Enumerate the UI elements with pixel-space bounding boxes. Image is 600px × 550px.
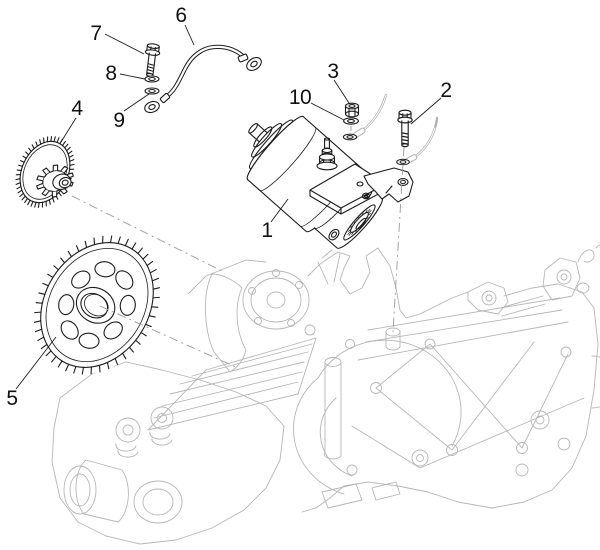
callout-label-9: 9 [113, 109, 124, 132]
wire-left [361, 93, 388, 132]
callout-label-6: 6 [175, 4, 186, 27]
cable-ring-terminal-left [144, 100, 160, 114]
callout-label-1: 1 [261, 219, 272, 242]
callout-leaders [15, 24, 442, 390]
bolt-7 [141, 42, 162, 78]
washer-8 [144, 75, 160, 83]
leader-line-3 [333, 79, 350, 104]
leader-line-1 [270, 198, 289, 223]
cable-crimp-left [159, 92, 171, 104]
axis-line-gear5 [99, 305, 239, 369]
engine-case-line-art [51, 244, 600, 545]
gear-lightening-holes [58, 261, 136, 349]
leader-line-6 [184, 24, 195, 46]
callout-labels: 1 2 3 4 5 6 7 8 9 10 [6, 4, 452, 410]
leader-line-9 [123, 93, 150, 112]
starter-bracket [363, 167, 414, 203]
callout-label-7: 7 [90, 22, 101, 45]
washer-10 [343, 117, 359, 125]
cable-ring-terminal-right [246, 57, 262, 71]
callout-label-10: 10 [289, 86, 311, 109]
callout-label-4: 4 [71, 97, 83, 120]
callout-label-5: 5 [6, 387, 17, 410]
axis-line-gear4 [71, 195, 225, 273]
bolt-2 [397, 109, 413, 148]
pinion-gear-4 [36, 164, 74, 198]
leader-line-8 [119, 73, 146, 80]
leader-line-7 [104, 33, 145, 55]
leader-line-10 [310, 102, 345, 121]
starter-wires [352, 93, 439, 164]
callout-label-2: 2 [440, 79, 451, 102]
leader-line-5 [15, 336, 57, 390]
leader-line-2 [410, 97, 442, 125]
assembly-axis-lines [71, 195, 239, 369]
ring-terminal-stud [342, 133, 358, 141]
terminal-stud [316, 137, 338, 171]
driven-gear-5 [33, 235, 161, 375]
washer-9 [144, 87, 160, 95]
axis-line-bolt2 [392, 146, 405, 333]
callout-label-8: 8 [105, 62, 116, 85]
wire-right [411, 116, 439, 160]
nut-3 [344, 102, 360, 118]
leader-line-4 [60, 117, 77, 143]
starter-cable-6 [144, 44, 262, 114]
ring-terminal-bolt2 [396, 158, 410, 166]
cable-crimp-right [237, 53, 249, 63]
callout-label-3: 3 [327, 60, 338, 83]
